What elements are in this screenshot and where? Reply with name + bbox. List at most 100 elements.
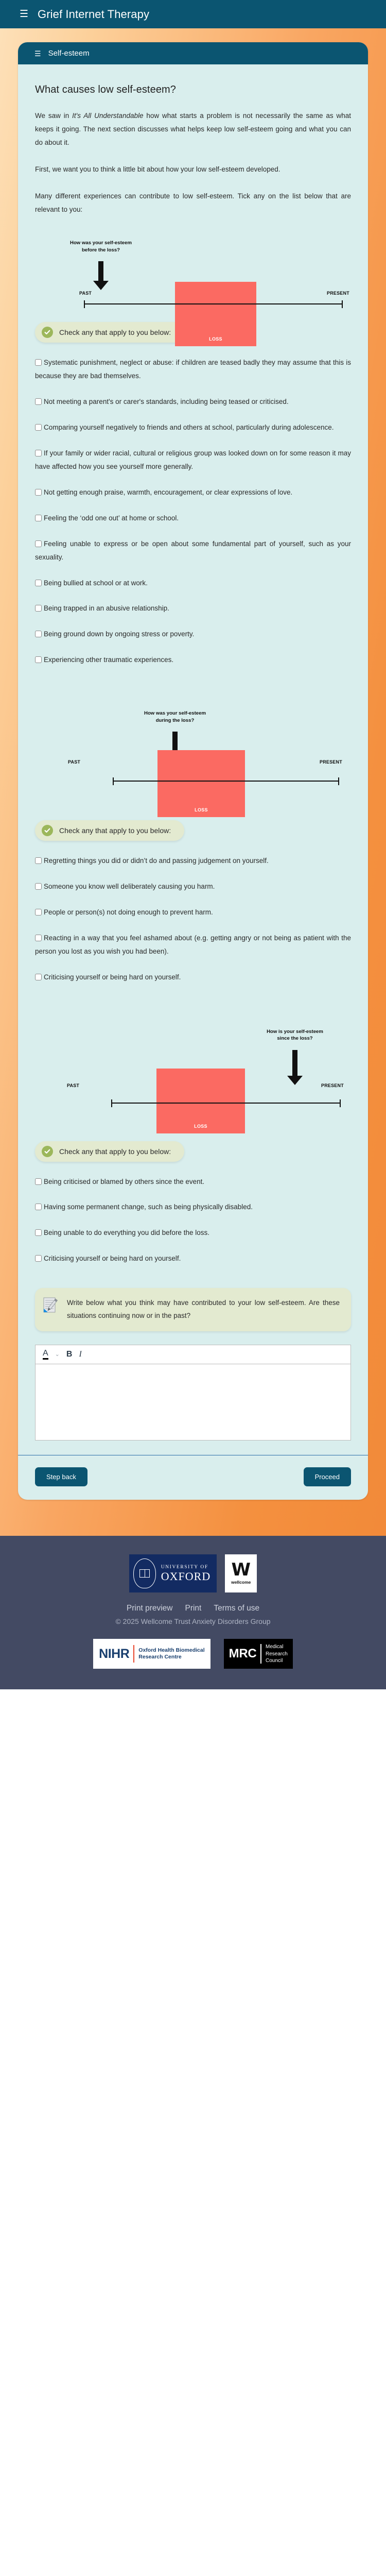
checkbox-icon[interactable] [35, 1255, 42, 1262]
checkbox-item[interactable]: Feeling unable to express or be open abo… [35, 537, 351, 564]
site-footer: UNIVERSITY OF OXFORD W wellcome Print pr… [0, 1536, 386, 1690]
card-footer-nav: Step back Proceed [18, 1455, 368, 1500]
checkbox-item[interactable]: Criticising yourself or being hard on yo… [35, 1252, 351, 1265]
checkbox-icon[interactable] [35, 908, 42, 916]
print-link[interactable]: Print [185, 1604, 202, 1613]
checkbox-label: Being unable to do everything you did be… [44, 1229, 209, 1237]
checkbox-label: Systematic punishment, neglect or abuse:… [35, 359, 351, 380]
checkbox-item[interactable]: If your family or wider racial, cultural… [35, 447, 351, 473]
checkbox-item[interactable]: Reacting in a way that you feel ashamed … [35, 931, 351, 958]
checkbox-icon[interactable] [35, 934, 42, 941]
hamburger-menu-icon[interactable]: ☰ [20, 9, 29, 20]
check-any-banner: Check any that apply to you below: [35, 820, 185, 841]
checkbox-icon[interactable] [35, 883, 42, 890]
timeline-past-label: PAST [79, 291, 92, 296]
card-title: Self-esteem [48, 49, 90, 58]
print-preview-link[interactable]: Print preview [126, 1604, 173, 1613]
checkbox-icon[interactable] [35, 359, 42, 366]
editor-textarea[interactable] [35, 1364, 351, 1441]
mrc-mark: MRC [229, 1647, 257, 1661]
chevron-down-icon[interactable]: ⌄ [55, 1351, 60, 1358]
timeline-start-tick [84, 300, 85, 309]
checkbox-item[interactable]: Having some permanent change, such as be… [35, 1200, 351, 1214]
checkbox-icon[interactable] [35, 973, 42, 980]
check-any-banner: Check any that apply to you below: [35, 322, 185, 343]
checkbox-item[interactable]: Not getting enough praise, warmth, encou… [35, 486, 351, 499]
checkbox-icon[interactable] [35, 631, 42, 638]
check-circle-icon [42, 1145, 53, 1157]
para1-after: how what starts a problem is not necessa… [35, 112, 351, 146]
check-any-banner: Check any that apply to you below: [35, 1141, 185, 1162]
page-title: What causes low self-esteem? [35, 84, 177, 95]
timeline-end-tick [338, 777, 339, 786]
hamburger-menu-icon[interactable]: ☰ [34, 49, 41, 58]
checkbox-item[interactable]: Being criticised or blamed by others sin… [35, 1175, 351, 1189]
proceed-button[interactable]: Proceed [303, 1467, 351, 1487]
checkbox-label: Feeling the ‘odd one out’ at home or sch… [44, 514, 179, 522]
step-back-button[interactable]: Step back [35, 1467, 87, 1487]
italic-icon[interactable]: I [79, 1350, 82, 1359]
checkbox-label: People or person(s) not doing enough to … [44, 908, 213, 916]
checkbox-label: Not meeting a parent's or carer's standa… [44, 398, 289, 406]
nihr-subtitle-line2: Research Centre [138, 1654, 182, 1660]
checkbox-icon[interactable] [35, 1178, 42, 1185]
checkbox-icon[interactable] [35, 488, 42, 496]
checkbox-item[interactable]: Systematic punishment, neglect or abuse:… [35, 356, 351, 383]
checkbox-item[interactable]: People or person(s) not doing enough to … [35, 906, 351, 919]
checkbox-item[interactable]: Regretting things you did or didn’t do a… [35, 854, 351, 868]
app-title: Grief Internet Therapy [38, 7, 150, 21]
font-color-icon[interactable]: A [43, 1349, 48, 1360]
timeline-diagram-since-loss: How is your self-esteem since the loss? … [35, 1021, 351, 1133]
checkbox-item[interactable]: Being unable to do everything you did be… [35, 1226, 351, 1240]
footer-links: Print preview Print Terms of use [0, 1604, 386, 1613]
terms-of-use-link[interactable]: Terms of use [214, 1604, 260, 1613]
checkbox-item[interactable]: Experiencing other traumatic experiences… [35, 653, 351, 667]
page-background: ☰ Self-esteem What causes low self-estee… [0, 28, 386, 1536]
rich-text-editor: A ⌄ B I [35, 1345, 351, 1441]
checkbox-label: Criticising yourself or being hard on yo… [44, 973, 181, 981]
checkbox-icon[interactable] [35, 579, 42, 586]
checkbox-label: Regretting things you did or didn’t do a… [44, 857, 269, 865]
checkbox-label: Criticising yourself or being hard on yo… [44, 1255, 181, 1263]
down-arrow-icon [93, 261, 109, 291]
wellcome-logo: W wellcome [225, 1554, 257, 1593]
checkbox-icon[interactable] [35, 1229, 42, 1236]
bold-icon[interactable]: B [66, 1350, 73, 1359]
loss-label: LOSS [195, 807, 208, 813]
checkbox-label: Someone you know well deliberately causi… [44, 883, 215, 891]
checkbox-item[interactable]: Someone you know well deliberately causi… [35, 880, 351, 893]
timeline-diagram-during-loss: How was your self-esteem during the loss… [35, 703, 351, 818]
timeline-diagram-before-loss: How was your self-esteem before the loss… [35, 229, 351, 347]
loss-period-box: LOSS [157, 750, 245, 818]
checkbox-item[interactable]: Not meeting a parent's or carer's standa… [35, 395, 351, 409]
checkbox-icon[interactable] [35, 398, 42, 405]
mrc-logo: MRC Medical Research Council [223, 1639, 293, 1669]
mrc-subtitle-line1: Medical [266, 1644, 284, 1650]
checkbox-item[interactable]: Feeling the ‘odd one out’ at home or sch… [35, 512, 351, 525]
checkbox-label: Comparing yourself negatively to friends… [44, 423, 334, 432]
checkbox-icon[interactable] [35, 450, 42, 457]
checkbox-icon[interactable] [35, 514, 42, 521]
checkbox-icon[interactable] [35, 605, 42, 612]
mrc-divider [260, 1644, 261, 1664]
checkbox-item[interactable]: Being bullied at school or at work. [35, 577, 351, 590]
checkbox-item[interactable]: Being trapped in an abusive relationship… [35, 602, 351, 615]
checkbox-icon[interactable] [35, 857, 42, 865]
wellcome-mark: W [231, 1559, 251, 1580]
nihr-logo: NIHR Oxford Health Biomedical Research C… [93, 1639, 210, 1669]
checkbox-icon[interactable] [35, 656, 42, 664]
timeline-start-tick [111, 1099, 112, 1107]
checkbox-icon[interactable] [35, 540, 42, 547]
checkbox-icon[interactable] [35, 424, 42, 431]
checkbox-icon[interactable] [35, 1204, 42, 1211]
timeline-start-tick [113, 777, 114, 786]
checkbox-label: Being bullied at school or at work. [44, 579, 148, 587]
check-circle-icon [42, 327, 53, 338]
checkbox-item[interactable]: Being ground down by ongoing stress or p… [35, 628, 351, 641]
oxford-logo-line1: UNIVERSITY OF [161, 1564, 208, 1570]
checkbox-item[interactable]: Comparing yourself negatively to friends… [35, 421, 351, 434]
mrc-subtitle: Medical Research Council [266, 1643, 288, 1664]
check-any-label: Check any that apply to you below: [59, 826, 171, 835]
checkbox-item[interactable]: Criticising yourself or being hard on yo… [35, 971, 351, 984]
mrc-subtitle-line3: Council [266, 1658, 283, 1664]
